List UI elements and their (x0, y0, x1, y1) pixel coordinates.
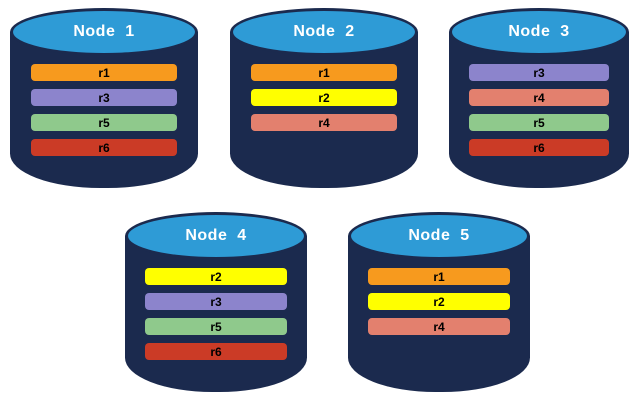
shard-bar: r4 (250, 114, 398, 131)
shard-bar: r3 (468, 64, 610, 81)
cylinder-body (10, 32, 198, 188)
shard-bar: r1 (368, 268, 510, 285)
cylinder-body (348, 236, 530, 392)
cylinder-top-ellipse-icon (10, 8, 198, 56)
shard-bar: r2 (368, 293, 510, 310)
shard-list: r2 r3 r5 r6 (145, 268, 287, 360)
shard-bar: r2 (250, 89, 398, 106)
shard-bar: r5 (145, 318, 287, 335)
shard-bar: r6 (145, 343, 287, 360)
shard-bar: r5 (30, 114, 178, 131)
cylinder-body (230, 32, 418, 188)
shard-list: r1 r3 r5 r6 (30, 64, 178, 156)
cylinder-top-ellipse-icon (125, 212, 307, 260)
shard-bar: r6 (30, 139, 178, 156)
shard-bar: r3 (145, 293, 287, 310)
cylinder-body (449, 32, 629, 188)
cylinder-body (125, 236, 307, 392)
cylinder-top-ellipse-icon (348, 212, 530, 260)
shard-bar: r6 (468, 139, 610, 156)
cylinder-top-ellipse-icon (449, 8, 629, 56)
shard-bar: r4 (368, 318, 510, 335)
shard-list: r1 r2 r4 (368, 268, 510, 335)
shard-list: r3 r4 r5 r6 (468, 64, 610, 156)
shard-bar: r2 (145, 268, 287, 285)
shard-bar: r4 (468, 89, 610, 106)
shard-bar: r1 (30, 64, 178, 81)
cylinder-top-ellipse-icon (230, 8, 418, 56)
shard-bar: r5 (468, 114, 610, 131)
shard-bar: r3 (30, 89, 178, 106)
shard-list: r1 r2 r4 (250, 64, 398, 131)
shard-bar: r1 (250, 64, 398, 81)
